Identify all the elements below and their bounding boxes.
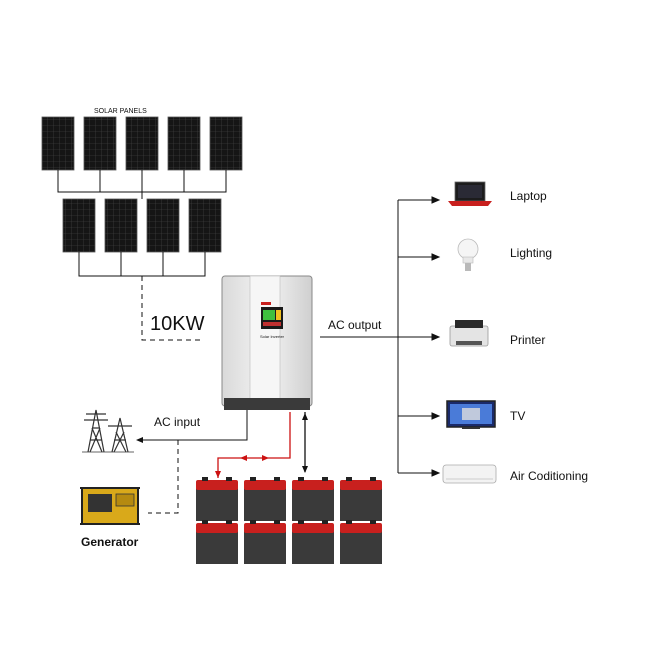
- load-arrows: [398, 196, 441, 477]
- load-label-tv: TV: [510, 409, 525, 423]
- battery: [340, 477, 382, 521]
- light-bulb-icon: [457, 238, 479, 271]
- solar-panel: [146, 198, 180, 253]
- solar-panels-title: SOLAR PANELS: [94, 108, 147, 115]
- power-rating: 10KW: [150, 313, 205, 335]
- solar-panel: [62, 198, 96, 253]
- ac-input-label: AC input: [154, 415, 201, 429]
- battery: [244, 477, 286, 521]
- generator-dashed-line: [148, 440, 179, 514]
- solar-panel: [188, 198, 222, 253]
- battery-wiring: [217, 412, 306, 478]
- panel-wiring-top: [57, 170, 227, 199]
- solar-panel: [125, 116, 159, 171]
- load-label-air-conditioning: Air Coditioning: [510, 469, 588, 483]
- battery: [340, 520, 382, 564]
- battery: [196, 477, 238, 521]
- load-label-printer: Printer: [510, 333, 545, 347]
- solar-panel-row-top: [41, 116, 243, 171]
- pv-dashed-line: [141, 276, 200, 341]
- ac-output-label: AC output: [328, 318, 382, 332]
- battery: [244, 520, 286, 564]
- generator-icon: [80, 487, 140, 525]
- ac-input-arrow: [136, 437, 143, 443]
- solar-panel: [104, 198, 138, 253]
- air-conditioner-icon: [442, 464, 497, 484]
- printer-icon: [449, 320, 489, 347]
- solar-panel: [209, 116, 243, 171]
- generator-label: Generator: [81, 535, 139, 549]
- solar-inverter: Solar Inverter: [221, 275, 313, 410]
- load-label-lighting: Lighting: [510, 246, 552, 260]
- panel-wiring-bottom: [78, 252, 206, 277]
- battery-bank: [196, 477, 382, 564]
- solar-panel-row-bottom: [62, 198, 222, 253]
- solar-panel: [41, 116, 75, 171]
- battery: [292, 477, 334, 521]
- tv-icon: [446, 400, 496, 429]
- battery: [292, 520, 334, 564]
- solar-panel: [83, 116, 117, 171]
- solar-panel: [167, 116, 201, 171]
- power-tower-icon: [82, 409, 134, 453]
- load-label-laptop: Laptop: [510, 189, 547, 203]
- inverter-label: Solar Inverter: [260, 334, 285, 339]
- battery-wiring-arrows: [215, 413, 308, 478]
- battery: [196, 520, 238, 564]
- laptop-icon: [448, 181, 492, 206]
